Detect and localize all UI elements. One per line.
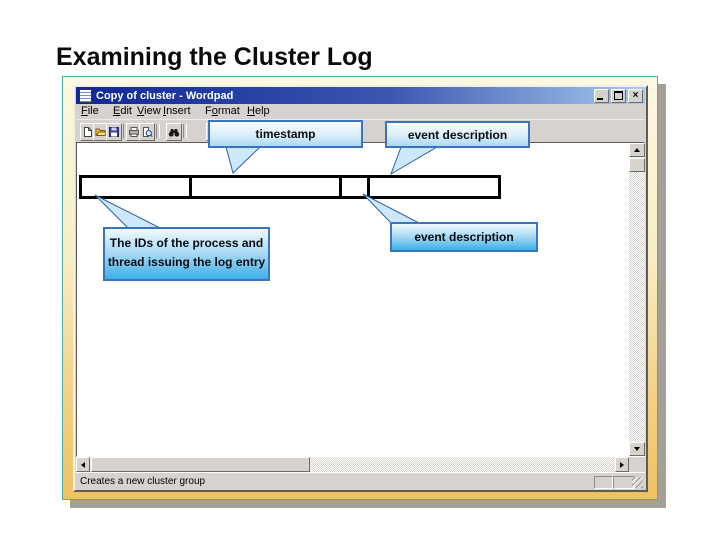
slide-title: Examining the Cluster Log	[56, 42, 373, 71]
find-binoculars-icon	[168, 129, 180, 137]
scroll-down-button[interactable]	[629, 442, 645, 456]
menu-item-view[interactable]: View	[137, 105, 161, 117]
status-text: Creates a new cluster group	[80, 476, 206, 487]
maximize-button[interactable]	[611, 88, 626, 103]
scroll-right-icon	[620, 461, 624, 468]
save-icon	[109, 127, 119, 137]
close-icon: ×	[632, 89, 639, 101]
menu-item-format[interactable]: Format	[205, 105, 240, 117]
callout-event-description-top: event description	[385, 121, 530, 148]
scroll-down-icon	[634, 447, 640, 451]
open-button[interactable]	[93, 123, 109, 141]
menu-bar: File Edit View Insert Format Help	[76, 104, 645, 119]
status-cell-1	[594, 476, 613, 489]
callout-event-bottom-label: event description	[414, 230, 514, 244]
open-folder-icon	[95, 128, 107, 136]
minimize-button[interactable]	[594, 88, 609, 103]
document-area[interactable]	[76, 142, 645, 457]
minimize-icon	[597, 97, 603, 100]
log-field-box-4	[367, 175, 501, 199]
vertical-scrollbar[interactable]	[629, 143, 645, 456]
callout-event-top-label: event description	[407, 127, 508, 142]
log-field-box-2	[189, 175, 344, 199]
toolbar-separator	[183, 124, 187, 138]
menu-item-edit[interactable]: Edit	[113, 105, 132, 117]
scroll-right-button[interactable]	[615, 457, 629, 472]
save-button[interactable]	[106, 123, 122, 141]
new-document-icon	[84, 127, 92, 137]
window-title: Copy of cluster - Wordpad	[96, 89, 234, 102]
callout-timestamp: timestamp	[208, 120, 363, 148]
horizontal-scrollbar[interactable]	[76, 457, 629, 472]
print-preview-icon	[143, 127, 153, 137]
scrollbar-corner	[629, 457, 645, 472]
scroll-up-button[interactable]	[629, 143, 645, 157]
close-button[interactable]: ×	[628, 88, 643, 103]
find-button[interactable]	[166, 123, 182, 141]
status-bar: Creates a new cluster group	[76, 472, 645, 489]
callout-timestamp-label: timestamp	[255, 127, 316, 141]
horizontal-scroll-thumb[interactable]	[91, 457, 310, 472]
print-icon	[129, 127, 139, 137]
maximize-icon	[614, 90, 623, 100]
callout-process-ids-label: The IDs of the process and thread issuin…	[107, 236, 266, 269]
toolbar-separator	[156, 124, 160, 138]
wordpad-icon	[79, 88, 92, 103]
menu-item-insert[interactable]: Insert	[163, 105, 191, 117]
log-field-box-1	[79, 175, 194, 199]
scroll-up-icon	[634, 148, 640, 152]
title-bar[interactable]: Copy of cluster - Wordpad ×	[76, 87, 645, 104]
print-button[interactable]	[126, 123, 142, 141]
resize-grip[interactable]	[632, 477, 643, 488]
vertical-scroll-thumb[interactable]	[629, 158, 645, 172]
menu-item-help[interactable]: Help	[247, 105, 270, 117]
print-preview-button[interactable]	[139, 123, 155, 141]
scroll-left-icon	[81, 461, 85, 468]
callout-event-description-bottom: event description	[390, 222, 538, 252]
menu-item-file[interactable]: File	[81, 105, 99, 117]
scroll-left-button[interactable]	[76, 457, 90, 472]
callout-process-ids: The IDs of the process and thread issuin…	[103, 227, 270, 281]
